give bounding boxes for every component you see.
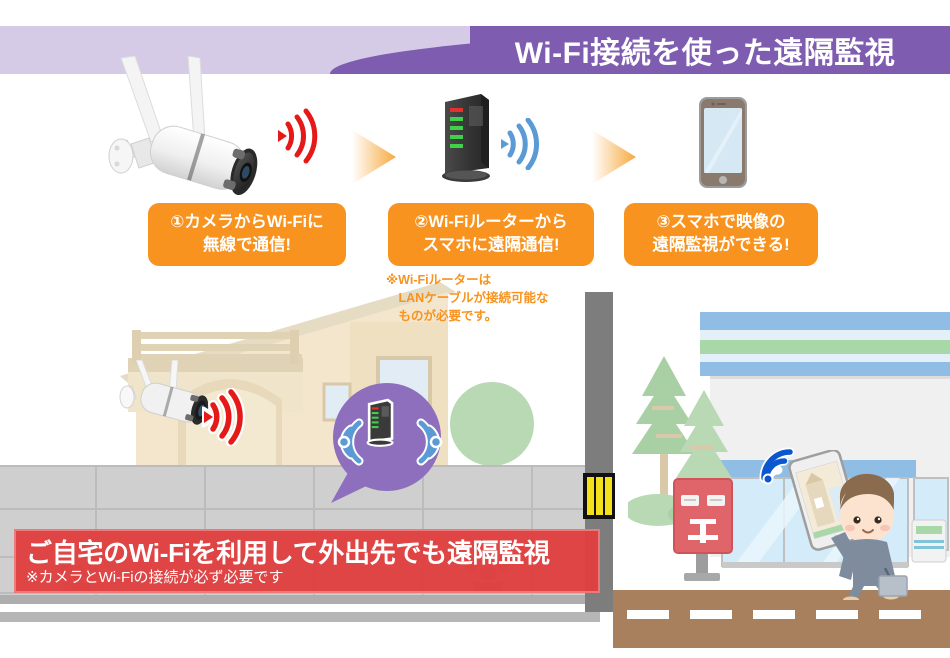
step-3-badge: ③スマホで映像の 遠隔監視ができる!: [624, 203, 818, 266]
page-title: Wi-Fi接続を使った遠隔監視: [514, 37, 896, 70]
flow-arrow-1: [352, 128, 398, 186]
security-camera-illustration: [105, 52, 290, 202]
header-banner: [0, 26, 950, 74]
wifi-signal-icon: [757, 445, 797, 492]
wifi-signal-icon: [500, 117, 540, 175]
step-2-line1: ②Wi-Fiルーターから: [414, 213, 568, 231]
router-callout-bubble: [325, 383, 443, 503]
post-mark-icon: [688, 519, 718, 543]
step-3-line2: 遠隔監視ができる!: [652, 235, 790, 254]
road-dash: [627, 610, 669, 619]
bottom-banner: [14, 529, 600, 593]
road-dash: [753, 610, 795, 619]
wifi-router-illustration: [437, 92, 499, 184]
road-dash: [690, 610, 732, 619]
wifi-signal-icon: [199, 387, 246, 451]
step-1-line1: ①カメラからWi-Fiに: [170, 213, 324, 231]
smartphone-illustration: [697, 95, 749, 190]
router-requirement-note: ※Wi-Fiルーターは LANケーブルが接続可能な ものが必要です。: [386, 273, 549, 323]
wifi-signal-icon: [276, 108, 320, 169]
flow-arrow-2: [592, 128, 638, 186]
step-1-line2: 無線で通信!: [203, 235, 291, 254]
road-dash: [879, 610, 921, 619]
woman-with-smartphone-illustration: [785, 448, 915, 605]
bottom-banner-subline: ※カメラとWi-Fiの接続が必ず必要です: [26, 569, 284, 586]
step-2-badge: ②Wi-Fiルーターから スマホに遠隔通信!: [388, 203, 594, 266]
bottom-banner-headline: ご自宅のWi-Fiを利用して外出先でも遠隔監視: [26, 538, 550, 568]
step-3-line1: ③スマホで映像の: [656, 213, 786, 231]
pole-warning-stripe: [583, 473, 615, 519]
sidewalk-left-lower: [0, 612, 600, 622]
road-dash: [816, 610, 858, 619]
road-right: [613, 590, 950, 648]
step-1-badge: ①カメラからWi-Fiに 無線で通信!: [148, 203, 346, 266]
post-box-illustration: [672, 475, 734, 590]
sidewalk-line: [0, 604, 600, 612]
step-2-line2: スマホに遠隔通信!: [422, 235, 560, 254]
